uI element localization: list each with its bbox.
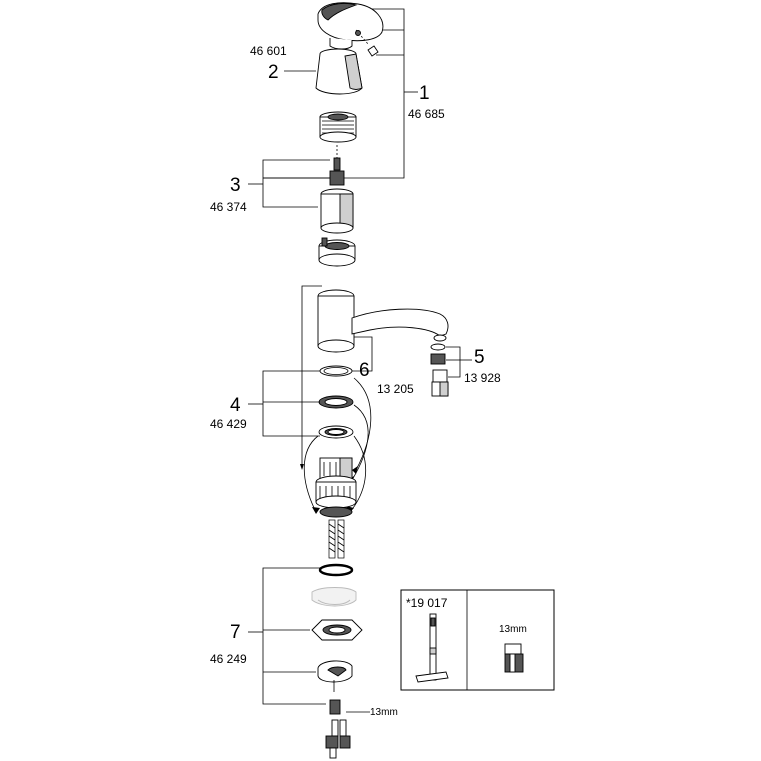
cartridge <box>320 170 354 234</box>
callout-3: 3 46 374 <box>210 159 330 214</box>
spindle-pin <box>333 145 341 171</box>
fastening-nut: 13mm <box>329 699 398 718</box>
retaining-collar <box>318 237 356 267</box>
callout-7: 7 46 249 <box>210 567 326 705</box>
callout-4: 4 46 429 <box>210 370 320 437</box>
callout-4-number: 4 <box>230 395 241 416</box>
o-ring-set-4 <box>318 395 354 439</box>
mounting-ring <box>318 563 354 577</box>
lever-handle <box>317 2 384 50</box>
callout-6-part-number: 13 205 <box>377 382 414 396</box>
horseshoe-washer <box>317 660 353 692</box>
callout-1: 1 46 685 <box>408 83 445 121</box>
socket-wrench-icon <box>504 643 524 673</box>
base-block <box>315 457 357 518</box>
callout-2: 46 601 2 <box>250 44 316 83</box>
callout-7-number: 7 <box>230 622 241 643</box>
cover-cap <box>315 48 363 95</box>
supply-hoses <box>328 519 345 559</box>
backing-plate <box>311 619 363 641</box>
aerator-set <box>430 343 449 397</box>
callout-4-part-number: 46 429 <box>210 417 247 431</box>
callout-2-number: 2 <box>268 62 279 83</box>
callout-7-part-number: 46 249 <box>210 652 247 666</box>
callout-1-part-number: 46 685 <box>408 107 445 121</box>
callout-5: 5 13 928 <box>446 346 501 385</box>
threaded-nut <box>319 111 357 143</box>
gasket-plate <box>311 587 357 607</box>
callout-6: 6 13 205 <box>352 336 414 396</box>
t-handle-tool <box>415 613 449 683</box>
nut-size-label: 13mm <box>370 707 398 718</box>
callout-6-number: 6 <box>359 360 370 381</box>
faucet-body <box>301 285 449 464</box>
hose-fittings <box>325 719 351 759</box>
callout-5-part-number: 13 928 <box>464 371 501 385</box>
callout-3-number: 3 <box>230 175 241 196</box>
o-ring-6 <box>319 365 353 377</box>
callout-3-part-number: 46 374 <box>210 200 247 214</box>
wrench-size-label: 13mm <box>499 624 527 635</box>
set-screw <box>355 29 379 57</box>
tool-box: *19 017 13mm <box>400 589 555 691</box>
assembly-arrows <box>300 377 372 514</box>
tool-part-number: *19 017 <box>406 596 448 610</box>
callout-1-number: 1 <box>419 83 430 104</box>
callout-2-part-number: 46 601 <box>250 44 287 58</box>
callout-5-number: 5 <box>474 347 485 368</box>
